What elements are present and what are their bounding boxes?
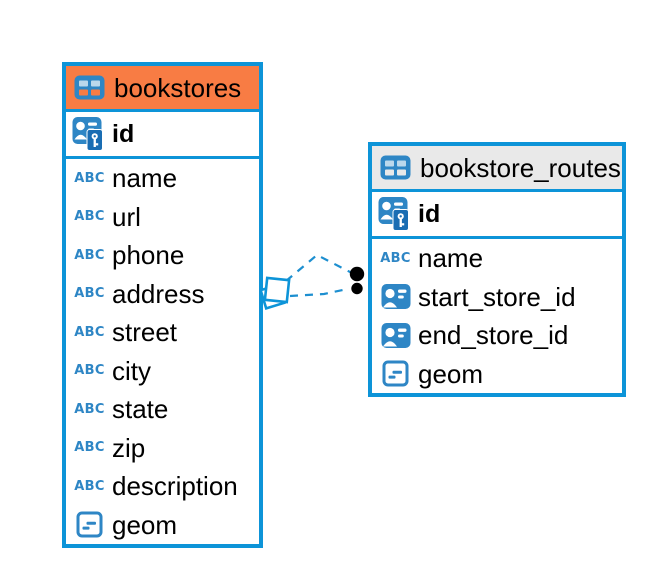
primary-key-icon [72, 116, 105, 152]
foreign-key-icon [379, 283, 412, 310]
column-row[interactable]: start_store_id [372, 278, 622, 317]
column-name: name [112, 163, 178, 194]
foreign-key-icon [379, 322, 412, 349]
column-row[interactable]: end_store_id [372, 316, 622, 355]
primary-key-row[interactable]: id [372, 192, 622, 239]
diamond-marker [259, 283, 286, 310]
table-title: bookstores [114, 72, 242, 103]
text-type-icon: ABC [74, 209, 105, 225]
column-name: id [112, 119, 135, 148]
column-row[interactable]: ABC street [66, 313, 259, 352]
column-list: ABC name start_store_id end_store_id ge [372, 239, 622, 393]
text-type-icon: ABC [74, 363, 105, 379]
column-row[interactable]: ABC phone [66, 236, 259, 275]
table-header-bookstores[interactable]: bookstores [66, 66, 259, 112]
column-name: start_store_id [418, 281, 576, 312]
column-name: state [112, 394, 169, 425]
column-name: end_store_id [418, 320, 569, 351]
table-header-bookstore-routes[interactable]: bookstore_routes [372, 146, 622, 192]
column-row[interactable]: ABC url [66, 198, 259, 237]
column-row[interactable]: ABC address [66, 275, 259, 314]
column-name: description [112, 471, 238, 502]
geometry-type-icon [73, 511, 106, 538]
column-name: address [112, 278, 205, 309]
column-row[interactable]: geom [372, 355, 622, 394]
column-row[interactable]: ABC state [66, 390, 259, 429]
geometry-type-icon [379, 360, 412, 387]
column-name: url [112, 201, 141, 232]
table-icon [73, 75, 106, 100]
text-type-icon: ABC [74, 170, 105, 186]
column-name: geom [112, 509, 178, 540]
relationship-target-dot-markers [348, 266, 366, 297]
column-row[interactable]: ABC zip [66, 429, 259, 468]
column-row[interactable]: ABC name [66, 159, 259, 198]
relationship-source-diamond-markers [259, 276, 291, 310]
column-name: id [418, 199, 441, 228]
column-row[interactable]: ABC name [372, 239, 622, 278]
text-type-icon: ABC [74, 247, 105, 263]
relationship-line-start-store[interactable] [285, 253, 353, 282]
text-type-icon: ABC [74, 401, 105, 417]
column-row[interactable]: geom [66, 506, 259, 545]
column-name: city [112, 355, 151, 386]
text-type-icon: ABC [74, 286, 105, 302]
table-title: bookstore_routes [420, 152, 621, 183]
diamond-marker [263, 276, 291, 304]
text-type-icon: ABC [74, 324, 105, 340]
column-row[interactable]: ABC description [66, 467, 259, 506]
column-name: zip [112, 432, 146, 463]
table-bookstore-routes[interactable]: bookstore_routes id ABC name start_store… [368, 142, 626, 397]
text-type-icon: ABC [74, 440, 105, 456]
text-type-icon: ABC [74, 478, 105, 494]
column-name: phone [112, 240, 185, 271]
relationship-line-end-store[interactable] [289, 286, 353, 298]
column-row[interactable]: ABC city [66, 352, 259, 391]
column-list: ABC name ABC url ABC phone ABC address A… [66, 159, 259, 544]
dot-marker [349, 266, 365, 282]
primary-key-row[interactable]: id [66, 112, 259, 159]
column-name: name [418, 243, 484, 274]
column-name: geom [418, 358, 484, 389]
text-type-icon: ABC [380, 250, 411, 266]
table-icon [379, 155, 412, 180]
table-bookstores[interactable]: bookstores id ABC name ABC url ABC phone… [62, 62, 263, 548]
primary-key-icon [378, 196, 411, 232]
column-name: street [112, 317, 178, 348]
